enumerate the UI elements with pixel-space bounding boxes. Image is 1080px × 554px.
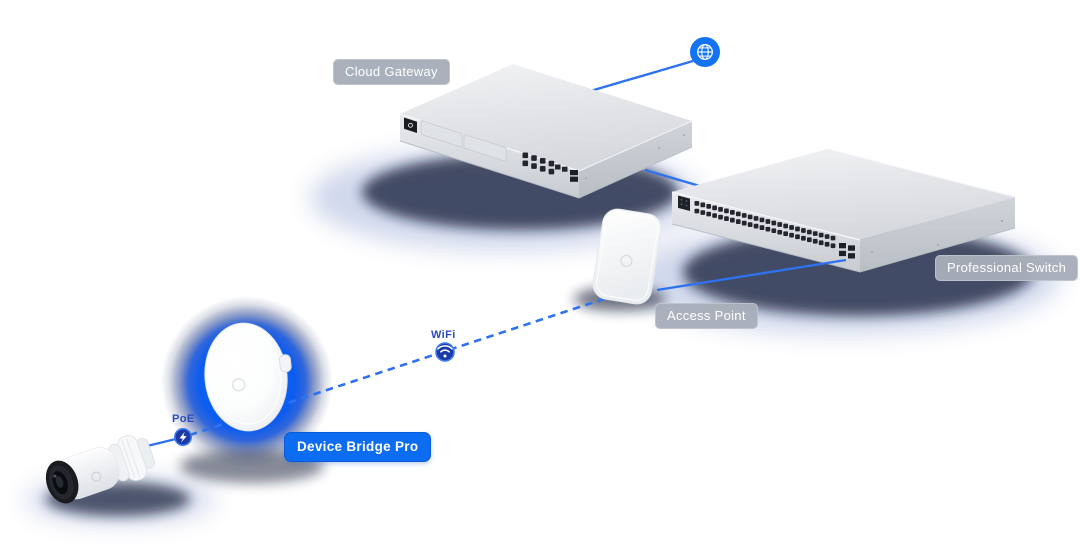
sfp-port <box>848 245 855 251</box>
sfp-port <box>570 170 578 176</box>
label-device-bridge-pro[interactable]: Device Bridge Pro <box>285 433 431 461</box>
sfp-port <box>570 176 578 182</box>
label-access-point[interactable]: Access Point <box>655 303 758 329</box>
poe-node <box>174 427 193 446</box>
internet-link-line <box>586 59 694 94</box>
ethernet-ports <box>522 152 555 175</box>
professional-switch-device <box>671 148 1016 273</box>
switch-ap-link-line <box>656 258 847 292</box>
ubiquiti-logo-icon <box>91 471 102 482</box>
label-cloud-gateway[interactable]: Cloud Gateway <box>333 59 450 85</box>
drive-bay <box>420 119 463 148</box>
wifi-icon <box>437 345 453 358</box>
cloud-gateway-device <box>399 64 693 199</box>
power-port <box>404 117 417 133</box>
lightning-icon <box>179 431 187 443</box>
sfp-port <box>839 243 846 249</box>
access-point-device <box>592 208 662 305</box>
ubiquiti-logo-icon <box>232 378 246 392</box>
drive-bay <box>463 133 507 162</box>
sfp-port <box>839 250 846 257</box>
wifi-badge: WiFi <box>431 329 456 341</box>
wifi-node <box>435 342 455 362</box>
ubiquiti-logo-icon <box>620 254 633 268</box>
poe-badge: PoE <box>172 413 195 425</box>
camera-device <box>45 434 155 504</box>
dish-feed-horn <box>278 354 292 373</box>
internet-globe-icon <box>690 37 720 67</box>
label-professional-switch[interactable]: Professional Switch <box>935 255 1079 281</box>
wireless-link-dashed-line <box>189 295 611 437</box>
sfp-port <box>848 253 855 259</box>
ethernet-ports <box>694 201 836 249</box>
device-bridge-pro-device <box>204 322 292 432</box>
